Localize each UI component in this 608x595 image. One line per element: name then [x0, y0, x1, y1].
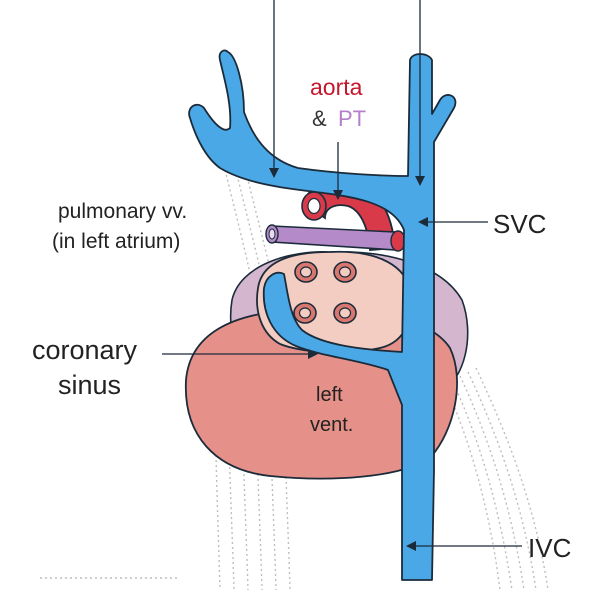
pulmonary-vein-openings — [293, 261, 357, 324]
left-ventricle-label-line2: vent. — [310, 414, 354, 436]
coronary-sinus-label-line2: sinus — [58, 370, 122, 400]
pulmonary-artery — [265, 224, 406, 252]
pulmonary-veins-label-line2: (in left atrium) — [52, 230, 181, 253]
aorta-label: aorta — [310, 74, 363, 100]
pulmonary-vein-opening — [333, 261, 357, 283]
dotted-fiber-lines — [40, 169, 549, 591]
pointer-lines — [162, 0, 522, 551]
venous-outline — [188, 49, 457, 581]
venous-system — [188, 49, 457, 581]
pulmonary-vein-opening — [294, 261, 318, 283]
pulmonary-veins-label-line1: pulmonary vv. — [58, 200, 188, 223]
pulmonary-vein-opening — [293, 302, 317, 324]
pulmonary-trunk-label: PT — [338, 106, 367, 131]
ivc-label: IVC — [528, 533, 572, 563]
svc-label: SVC — [493, 209, 547, 239]
ampersand-label: & — [312, 106, 327, 131]
coronary-sinus-label-line1: coronary — [32, 335, 138, 365]
pulmonary-vein-opening — [333, 302, 357, 324]
left-ventricle-label-line1: left — [316, 384, 343, 406]
